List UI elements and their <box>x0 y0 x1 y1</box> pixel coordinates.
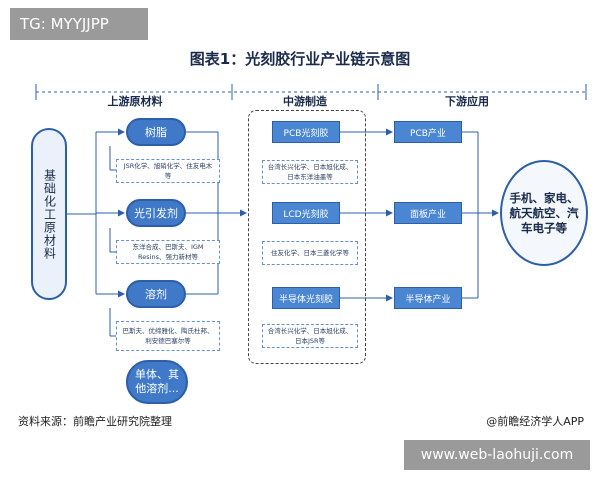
material-resin-suppliers: JSR化学、旭硝化学、住友电木等 <box>116 159 220 183</box>
product-pcb-suppliers: 台湾长兴化学、日本旭化成、日本东洋油墨等 <box>262 160 358 184</box>
diagram-title: 图表1：光刻胶行业产业链示意图 <box>189 50 411 68</box>
footer-watermark: www.web-laohuji.com <box>404 440 590 470</box>
material-resin: 树脂 <box>126 118 186 146</box>
end-use-label: 手机、家电、航天航空、汽车电子等 <box>509 190 579 235</box>
product-pcb-photoresist: PCB光刻胶 <box>272 121 340 143</box>
base-material-label: 基础化工原材料 <box>42 168 57 260</box>
watermark-tag: TG: MYYJJPP <box>10 8 148 40</box>
industry-semiconductor: 半导体产业 <box>394 287 462 309</box>
stage-downstream-label: 下游应用 <box>445 95 489 108</box>
base-material-oval: 基础化工原材料 <box>31 128 67 300</box>
end-use-oval: 手机、家电、航天航空、汽车电子等 <box>500 160 588 266</box>
credit-note: @前瞻经济学人APP <box>486 415 584 428</box>
product-lcd-photoresist: LCD光刻胶 <box>272 202 340 224</box>
source-note: 资料来源：前瞻产业研究院整理 <box>18 415 172 428</box>
material-photoinitiator-suppliers: 东洋合成、巴斯夫、IGM Resins、强力新材等 <box>116 240 220 264</box>
material-monomer-others: 单体、其他溶剂... <box>126 360 188 404</box>
material-solvent-suppliers: 巴斯夫、优缔雅化、陶氏杜邦、利安德巴塞尔等 <box>116 321 220 351</box>
industry-panel: 面板产业 <box>394 202 462 224</box>
product-semiconductor-suppliers: 合湾长兴化学、日本旭化成、日本JSR等 <box>262 324 358 348</box>
midstream-frame <box>248 110 366 364</box>
stage-upstream-label: 上游原材料 <box>107 95 163 108</box>
industry-pcb: PCB产业 <box>394 121 462 143</box>
material-photoinitiator: 光引发剂 <box>126 199 186 227</box>
product-lcd-suppliers: 住友化学、日本三菱化学等 <box>262 241 358 265</box>
material-solvent: 溶剂 <box>126 280 186 308</box>
stage-midstream-label: 中游制造 <box>283 95 327 108</box>
product-semiconductor-photoresist: 半导体光刻胶 <box>272 287 340 309</box>
